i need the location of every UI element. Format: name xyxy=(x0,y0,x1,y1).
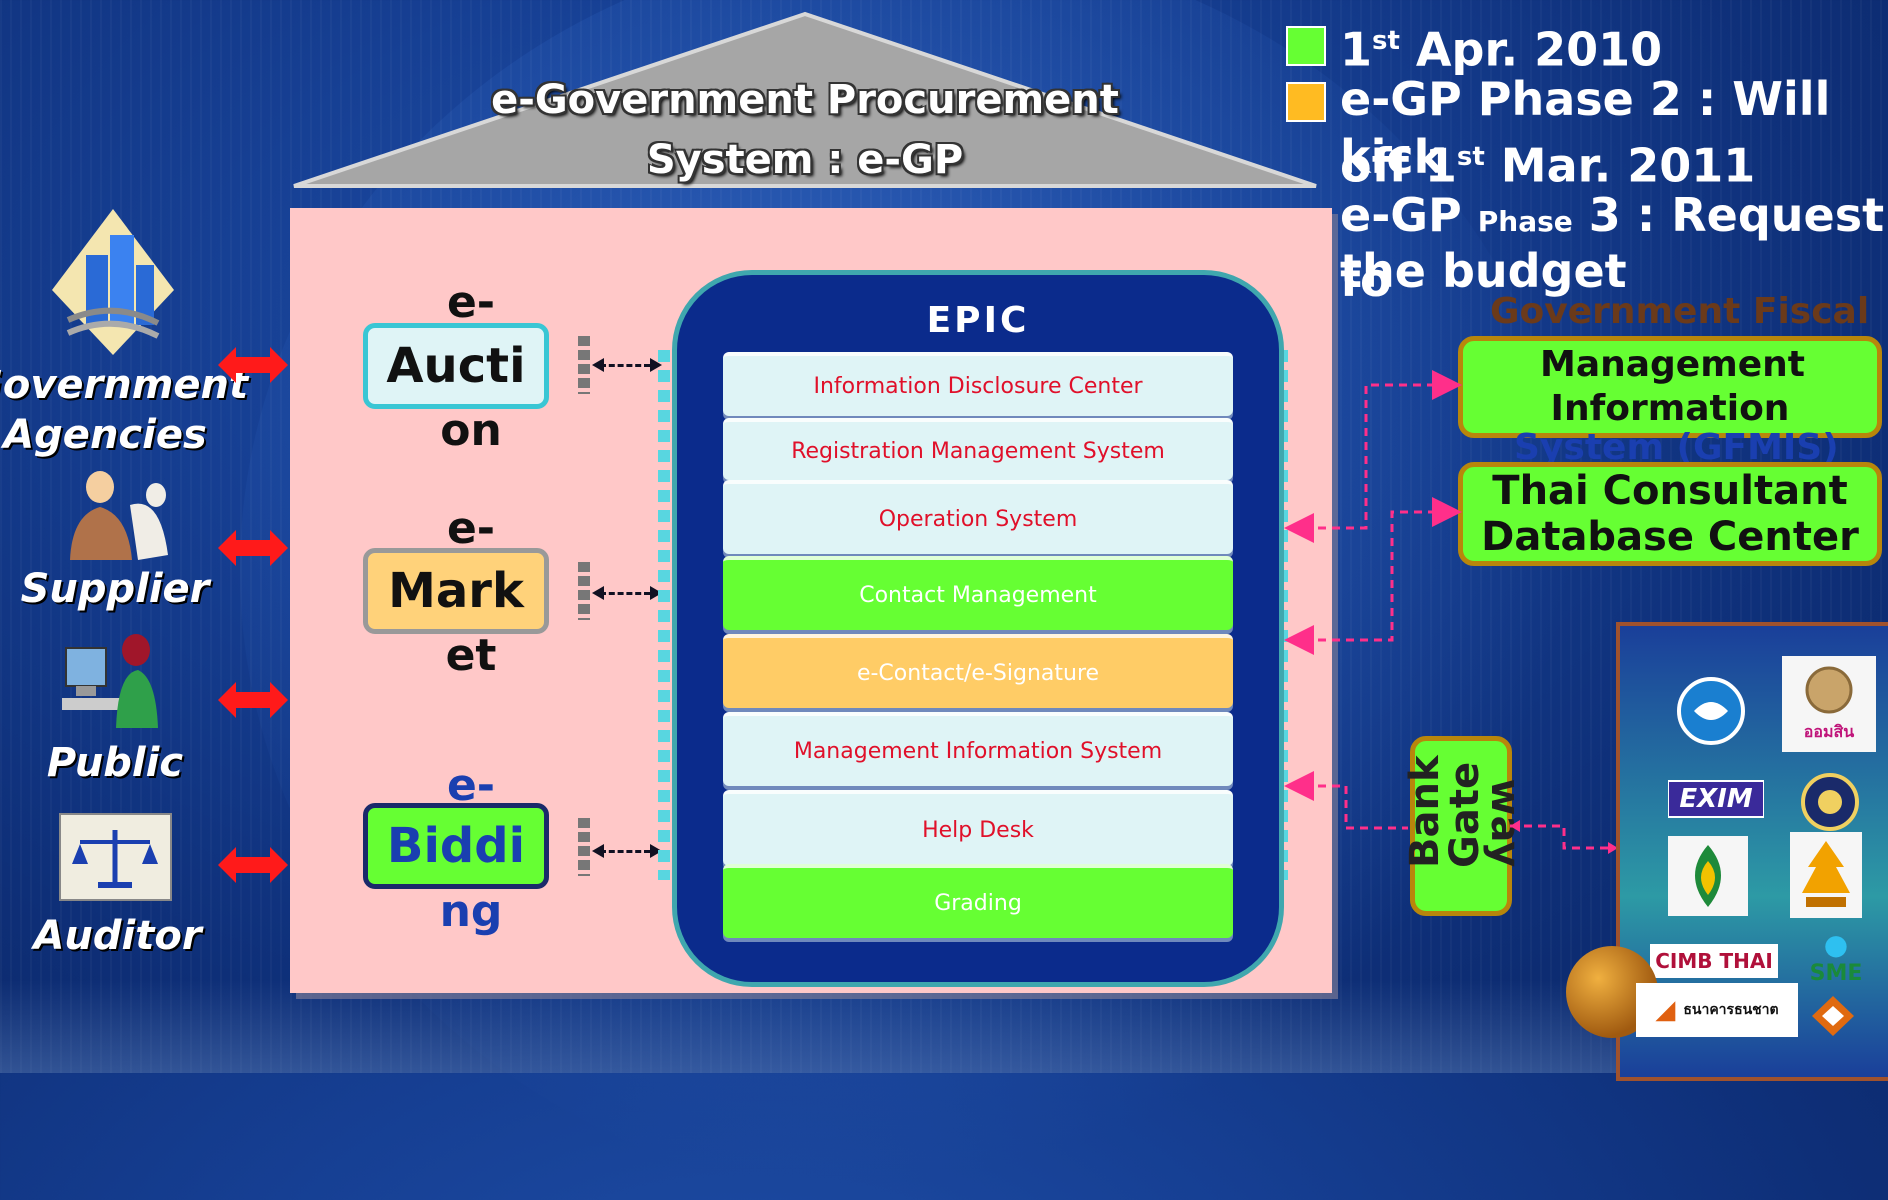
gfmis-title-top: Government Fiscal xyxy=(1490,291,1870,332)
legend-swatch-orange xyxy=(1286,82,1326,122)
epic-left-port xyxy=(658,350,670,880)
legend-phase3-line1: e-GP Phase 3 : Request fo xyxy=(1340,188,1885,307)
auction-prefix: e- xyxy=(446,277,496,328)
market-suffix: et xyxy=(445,630,497,681)
sme-bank-logo: ●SME xyxy=(1809,928,1863,986)
arrow-left xyxy=(592,586,604,600)
krungthai-logo xyxy=(1676,670,1746,750)
actor-supplier: Supplier xyxy=(20,566,210,612)
market-label-1: Mark xyxy=(388,563,524,619)
market-connector xyxy=(578,562,590,620)
e-bidding-box[interactable]: Biddi xyxy=(363,803,549,889)
layer-grading[interactable]: Grading xyxy=(723,864,1233,938)
baac-logo xyxy=(1668,836,1748,916)
double-arrow-icon xyxy=(218,682,288,718)
layer-e-contact[interactable]: e-Contact/e-Signature xyxy=(723,634,1233,708)
double-arrow-icon xyxy=(218,530,288,566)
auction-link xyxy=(600,364,650,367)
cimb-thai-logo: CIMB THAI xyxy=(1650,944,1778,978)
thai-consultant-box[interactable]: Thai Consultant Database Center xyxy=(1458,462,1882,566)
legend-phase2-line2: off 1st Mar. 2011 xyxy=(1340,138,1756,193)
bidding-prefix: e- xyxy=(446,760,496,811)
bank-seal-logo xyxy=(1800,772,1860,832)
legend-phase1: 1st Apr. 2010 xyxy=(1340,22,1663,77)
gfmis-label: Management Information xyxy=(1540,344,1805,429)
scales-icon xyxy=(59,813,172,901)
bidding-connector xyxy=(578,818,590,876)
gfmis-title-bottom: System (GFMIS) xyxy=(1514,427,1839,468)
businessman-icon xyxy=(70,471,168,560)
legend-phase2-line1: e-GP Phase 2 : Will kick xyxy=(1340,72,1831,184)
gateway-bank-link xyxy=(1510,820,1618,854)
layer-help-desk[interactable]: Help Desk xyxy=(723,790,1233,866)
auction-suffix: on xyxy=(440,405,502,456)
exim-logo: EXIM xyxy=(1668,780,1764,818)
e-auction-box[interactable]: Aucti xyxy=(363,323,549,409)
house-roof xyxy=(293,11,1317,188)
arrow-left xyxy=(592,358,604,372)
computer-user-icon xyxy=(62,634,158,728)
external-links xyxy=(1284,370,1462,830)
layer-registration[interactable]: Registration Management System xyxy=(723,418,1233,480)
thanachart-logo: ◢ธนาคารธนชาต xyxy=(1636,983,1798,1037)
arrow-left xyxy=(592,844,604,858)
double-arrow-icon xyxy=(218,347,288,383)
auction-label-1: Aucti xyxy=(386,338,526,394)
epic-title: EPIC xyxy=(926,300,1030,341)
layer-operation[interactable]: Operation System xyxy=(723,480,1233,554)
actor-public: Public xyxy=(46,740,184,786)
layer-information-disclosure[interactable]: Information Disclosure Center xyxy=(723,352,1233,416)
bidding-suffix: ng xyxy=(439,886,503,937)
actor-auditor: Auditor xyxy=(33,913,202,959)
bidding-label-1: Biddi xyxy=(386,818,526,874)
gov-housing-logo xyxy=(1790,832,1862,918)
double-arrow-icon xyxy=(218,847,288,883)
market-link xyxy=(600,592,650,595)
e-market-box[interactable]: Mark xyxy=(363,548,549,634)
bidding-link xyxy=(600,850,650,853)
layer-mis[interactable]: Management Information System xyxy=(723,712,1233,786)
thai-consultant-label: Thai Consultant Database Center xyxy=(1481,468,1859,560)
layer-contact-management[interactable]: Contact Management xyxy=(723,556,1233,630)
auction-connector xyxy=(578,336,590,394)
market-prefix: e- xyxy=(446,503,496,554)
islamic-bank-logo xyxy=(1810,994,1856,1038)
gsb-logo: ออมสิน xyxy=(1782,656,1876,752)
legend-phase3-line2: the budget xyxy=(1340,244,1627,298)
actor-government-agencies: Government Agencies xyxy=(0,362,249,458)
gfmis-box[interactable]: Management Information xyxy=(1458,336,1882,438)
system-title: e-Government Procurement System : e-GP xyxy=(491,77,1119,183)
bank-gateway-box[interactable] xyxy=(1410,736,1512,916)
legend-swatch-green xyxy=(1286,26,1326,66)
building-icon xyxy=(52,209,174,355)
